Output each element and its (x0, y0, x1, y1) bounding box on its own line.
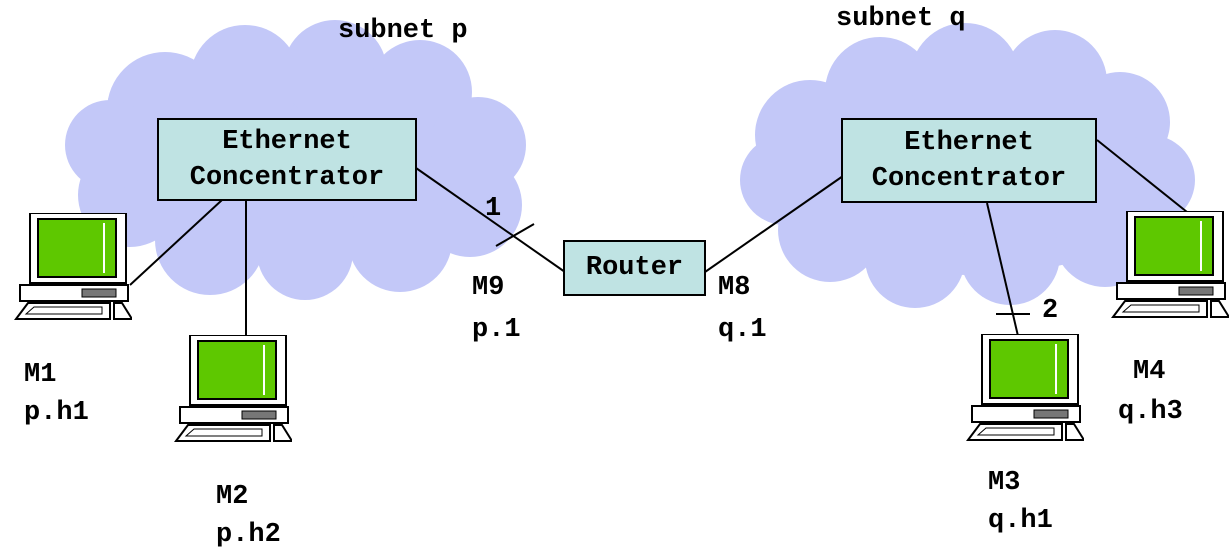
concentrator-q-line2: Concentrator (871, 163, 1067, 194)
link-concentrator-p-router (415, 167, 566, 273)
concentrator-q-line1: Ethernet (904, 127, 1034, 158)
host-m1-address: p.h1 (24, 398, 89, 428)
subnet-p-label: subnet p (338, 16, 468, 46)
interface-m8-address: q.1 (718, 315, 767, 345)
computer-m1-icon (14, 213, 132, 320)
interface-m8-name: M8 (718, 273, 751, 303)
host-m2-name: M2 (216, 482, 249, 512)
computer-m2-icon (174, 335, 292, 442)
marker-1-label: 1 (485, 194, 502, 224)
ethernet-concentrator-q: Ethernet Concentrator (841, 118, 1097, 203)
router-label: Router (585, 253, 684, 283)
concentrator-p-line1: Ethernet (222, 126, 352, 157)
computer-m4-icon (1111, 211, 1229, 318)
host-m2-address: p.h2 (216, 520, 281, 550)
host-m3-name: M3 (988, 468, 1021, 498)
interface-m9-name: M9 (472, 273, 505, 303)
interface-m9-address: p.1 (472, 315, 521, 345)
router-box: Router (563, 240, 706, 296)
marker-2-label: 2 (1042, 296, 1059, 326)
ethernet-concentrator-p: Ethernet Concentrator (157, 118, 417, 201)
subnet-q-label: subnet q (836, 4, 966, 34)
link-concentrator-q-m4 (1096, 139, 1188, 213)
concentrator-p-line2: Concentrator (189, 162, 385, 193)
link-router-concentrator-q (704, 175, 844, 273)
marker-1-tick (495, 223, 535, 247)
host-m3-address: q.h1 (988, 506, 1053, 536)
link-concentrator-p-m1 (129, 199, 223, 286)
host-m4-address: q.h3 (1118, 397, 1183, 427)
computer-m3-icon (966, 334, 1084, 441)
host-m4-name: M4 (1133, 357, 1166, 387)
host-m1-name: M1 (24, 360, 57, 390)
